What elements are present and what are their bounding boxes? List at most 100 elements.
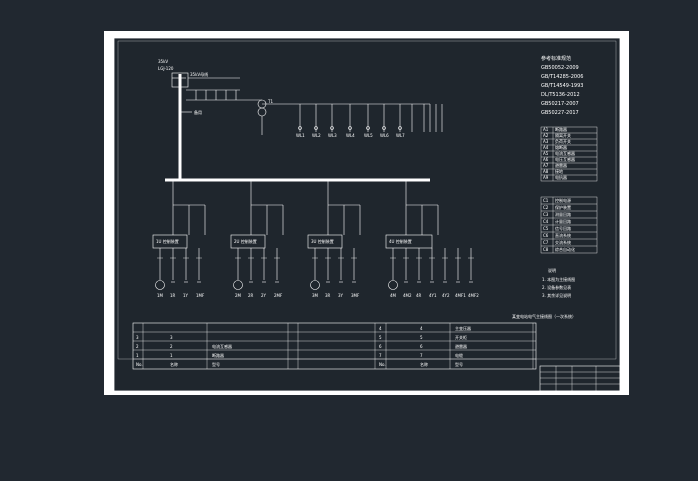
table-cell: 名称 [420,361,428,367]
legend-mid-text: 电压互感器 [555,156,575,162]
output-label: 3M [312,293,319,298]
legend-mid-text: 避雷器 [555,162,567,168]
legend-top-line-6: GB50227-2017 [541,110,579,116]
output-label: 2R [248,293,254,298]
motor-symbol [310,280,320,290]
table-cell: 4 [379,326,382,331]
feeder-label-5: WL5 [364,133,373,138]
legend-low-code: C6 [543,233,549,238]
table-cell: 型号 [455,361,463,367]
table-cell: 1 [170,353,173,358]
source-sub-label: LGJ-120 [158,66,174,71]
table-cell: 开关柜 [455,334,467,340]
legend-mid-table: A1 断路器 A2 隔离开关 A3 负荷开关 A4 熔断器 A5 电流互感器 A… [540,126,598,182]
legend-mid-code: A4 [543,145,549,150]
legend-low-text: 综合自动化 [555,246,575,252]
side-label: 备用 [194,109,202,115]
table-cell: 避雷器 [455,343,467,349]
legend-top-line-2: GB/T14285-2006 [541,74,583,80]
transformer-branch: T1 [186,99,430,135]
table-cell: 7 [379,353,382,358]
legend-low-code: C2 [543,205,549,210]
legend-mid-code: A6 [543,157,549,162]
legend-low-text: 控制电源 [555,197,571,203]
control-box-label: 2U 控制装置 [234,238,257,244]
output-label: 4M2 [403,293,412,298]
output-label: 4MF2 [468,293,479,298]
table-cell: 5 [420,335,423,340]
table-cell: 4 [420,326,423,331]
legend-low-text: 保护装置 [555,204,571,210]
legend-mid-text: 熔断器 [555,144,567,150]
legend-top-line-4: DL/T5136-2012 [541,92,580,98]
drawing-caption: 某变电站电气主接线图（一次系统） [512,313,576,319]
transformer-label: T1 [267,99,273,104]
output-label: 4MF1 [455,293,466,298]
branch-group-1: 1U 控制装置 1M 1R 1Y 1MF [152,180,206,298]
table-cell: 电缆 [455,352,463,358]
table-cell: 断路器 [212,352,224,358]
output-label: 4Y2 [442,293,450,298]
legend-low-code: C5 [543,226,549,231]
output-label: 3MF [351,293,360,298]
legend-top: 参考标准规范 GB50052-2009 GB/T14285-2006 GB/T1… [541,55,583,116]
legend-mid-text: 隔离开关 [555,132,571,138]
table-cell: 电流互感器 [212,343,232,349]
notes-line-1: 1. 本图为主接线图 [542,276,575,282]
control-box-label: 1U 控制装置 [156,238,179,244]
output-label: 1M [157,293,164,298]
legend-top-line-1: GB50052-2009 [541,65,579,71]
table-cell: 1 [136,353,139,358]
feeder-label-2: WL2 [312,133,321,138]
legend-low-text: 直流系统 [555,232,571,238]
legend-low-code: C3 [543,212,549,217]
legend-mid-text: 断路器 [555,126,567,132]
motor-symbol [155,280,165,290]
output-label: 4R [416,293,422,298]
legend-mid-code: A8 [543,169,549,174]
branch-groups: 1U 控制装置 1M 1R 1Y 1MF 2U 控制装置 2M 2R 2Y 2MF 3U 控制装置 3… [152,180,479,298]
notes-title: 说明 [548,267,556,273]
legend-mid-code: A7 [543,163,549,168]
source-label: 35kV [158,59,168,64]
output-label: 1MF [196,293,205,298]
legend-mid-text: 电抗器 [555,174,567,180]
control-box-label: 3U 控制装置 [311,238,334,244]
legend-mid-text: 电流互感器 [555,150,575,156]
incoming-line: 35kV LGJ-120 35kV母线 备用 [158,59,240,180]
bottom-table [132,322,537,370]
legend-low-code: C1 [543,198,549,203]
legend-mid-code: A5 [543,151,549,156]
feeder-label-6: WL6 [380,133,389,138]
legend-low-code: C4 [543,219,549,224]
legend-mid-text: 负荷开关 [555,138,571,144]
legend-low-code: C7 [543,240,549,245]
motor-symbol [388,280,398,290]
notes-line-3: 3. 其余详见说明 [542,292,571,298]
feeder-row: WL1 WL2 WL3 WL4 WL5 WL6 WL7 [296,104,443,138]
table-cell: 3 [170,335,173,340]
top-small-switches [186,89,240,100]
notes-block: 说明 1. 本图为主接线图 2. 设备参数见表 3. 其余详见说明 [542,267,575,298]
legend-mid-code: A9 [543,175,549,180]
table-cell: 型号 [212,361,220,367]
output-label: 2MF [274,293,283,298]
control-box [385,234,433,249]
output-label: 2M [235,293,242,298]
motor-symbol [233,280,243,290]
legend-mid-code: A1 [543,127,549,132]
table-cell: 5 [379,335,382,340]
output-label: 4Y1 [429,293,437,298]
legend-low-text: 计量回路 [555,218,571,224]
legend-top-line-5: GB50217-2007 [541,101,579,107]
legend-top-title: 参考标准规范 [541,55,571,62]
output-label: 1Y [183,293,189,298]
table-cell: No. [136,362,143,367]
output-label: 4M [390,293,397,298]
output-label: 2Y [261,293,267,298]
output-label: 1R [170,293,176,298]
